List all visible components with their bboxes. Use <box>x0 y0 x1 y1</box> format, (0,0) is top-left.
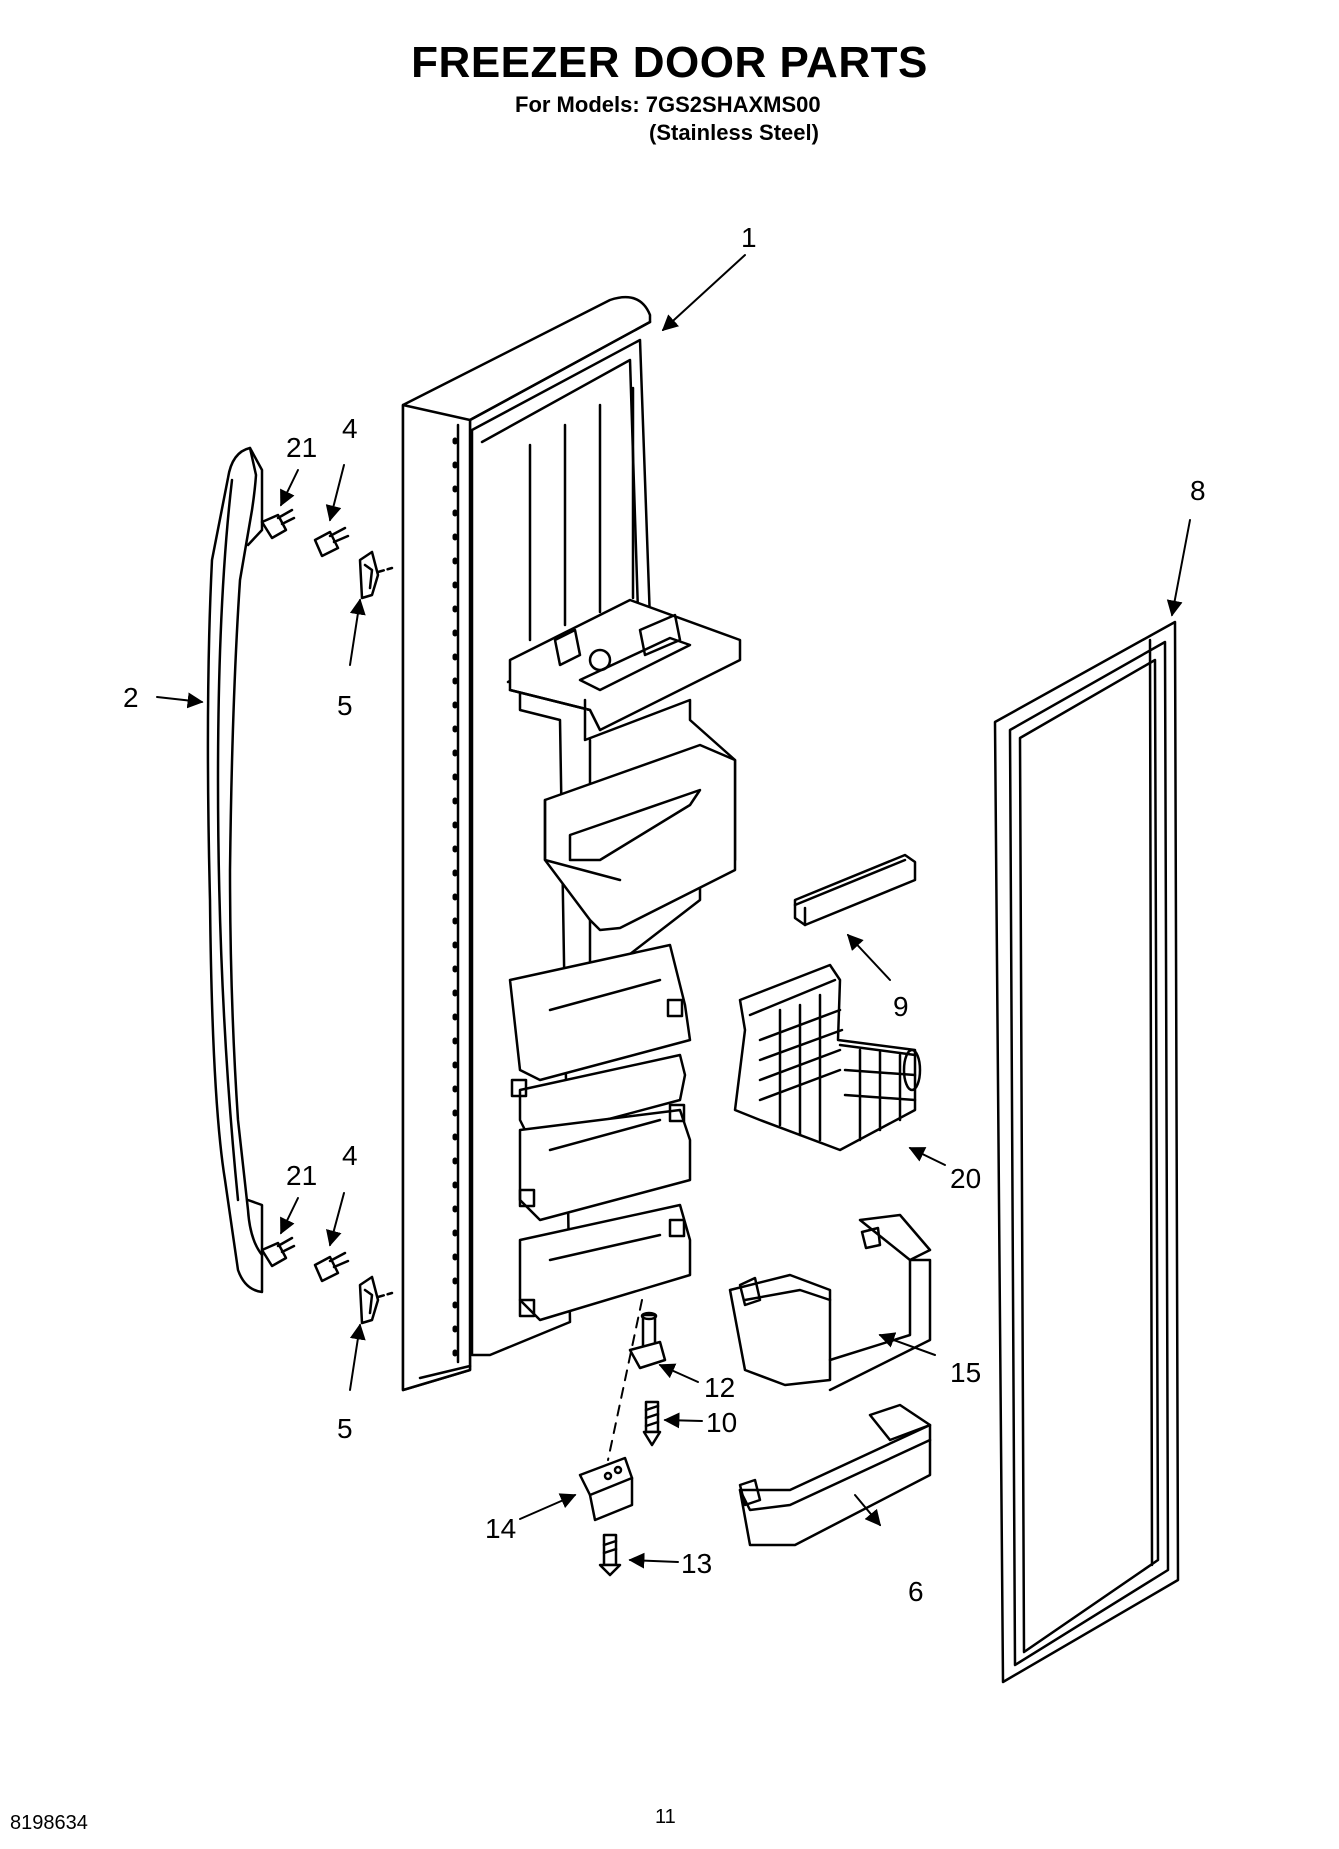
callout-1: 1 <box>741 222 757 253</box>
door-gasket-part <box>993 620 1180 1684</box>
hinge-bracket-part <box>578 1456 634 1522</box>
callout-4-upper: 4 <box>342 413 358 444</box>
door-bin-part-upper <box>728 1213 932 1392</box>
finish-line: (Stainless Steel) <box>649 120 819 145</box>
callout-15: 15 <box>950 1357 981 1388</box>
document-number: 8198634 <box>10 1812 88 1834</box>
handle-screw-part-upper <box>260 508 296 540</box>
callout-14: 14 <box>485 1513 516 1544</box>
callout-13: 13 <box>681 1548 712 1579</box>
callout-2: 2 <box>123 682 139 713</box>
handle-clip-part-lower <box>358 1275 394 1325</box>
handle-stud-part-upper <box>313 526 350 558</box>
callout-20: 20 <box>950 1163 981 1194</box>
door-bin-part-lower <box>738 1403 932 1547</box>
models-line: For Models: 7GS2SHAXMS00 <box>515 92 821 117</box>
trim-strip-part <box>793 853 917 927</box>
callout-10: 10 <box>706 1407 737 1438</box>
handle-screw-part-lower <box>260 1236 296 1268</box>
callout-arrows <box>156 254 1191 1569</box>
ice-basket-part <box>733 963 922 1152</box>
handle-stud-part-lower <box>313 1251 350 1283</box>
hinge-pin-part <box>628 1311 667 1370</box>
door-liner-part <box>401 295 742 1392</box>
callout-9: 9 <box>893 991 909 1022</box>
handle-clip-part-upper <box>358 550 394 600</box>
callout-21-lower: 21 <box>286 1160 317 1191</box>
page-number: 11 <box>655 1806 676 1828</box>
callout-4-lower: 4 <box>342 1140 358 1171</box>
door-handle-part <box>206 446 264 1294</box>
page-title: FREEZER DOOR PARTS <box>411 38 928 87</box>
callout-8: 8 <box>1190 475 1206 506</box>
callout-6: 6 <box>908 1576 924 1607</box>
callout-12: 12 <box>704 1372 735 1403</box>
callout-21-upper: 21 <box>286 432 317 463</box>
hinge-screw-part <box>642 1400 662 1447</box>
callout-5-lower: 5 <box>337 1413 353 1444</box>
bracket-screw-part <box>598 1533 622 1577</box>
callout-5-upper: 5 <box>337 690 353 721</box>
